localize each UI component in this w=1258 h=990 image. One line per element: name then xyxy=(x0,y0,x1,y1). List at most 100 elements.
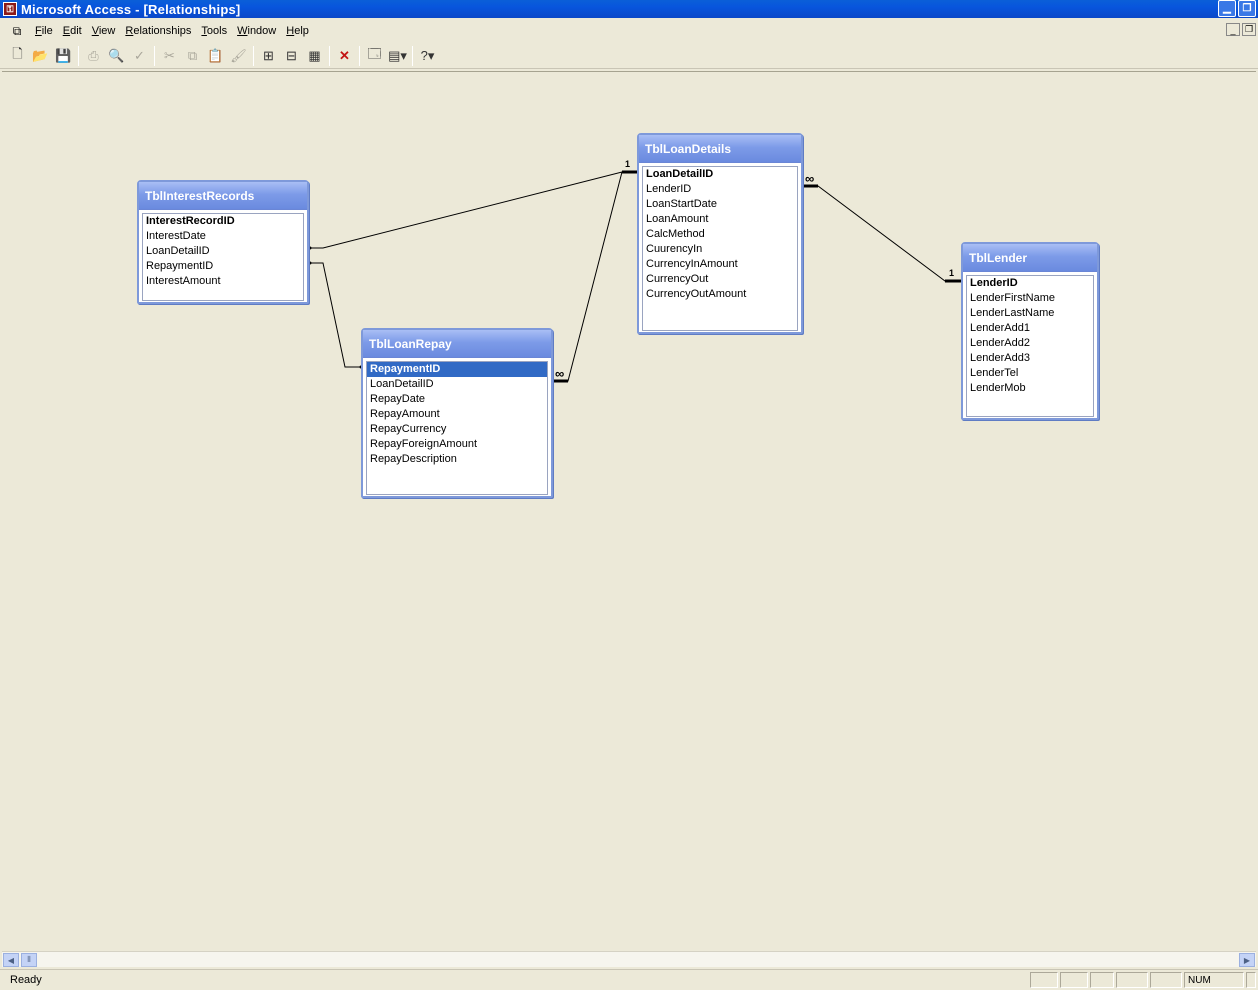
window-title: Microsoft Access - [Relationships] xyxy=(21,1,241,17)
field-interest-record-id[interactable]: InterestRecordID xyxy=(146,215,235,227)
status-panel xyxy=(1150,972,1182,988)
arrow-right-icon: ▶ xyxy=(1243,955,1251,965)
toolbar-separator xyxy=(412,45,413,66)
field-interest-amount[interactable]: InterestAmount xyxy=(146,275,221,287)
field-list[interactable]: LoanDetailID LenderID LoanStartDate Loan… xyxy=(642,166,798,331)
relationships-window-icon[interactable]: ⧉ xyxy=(12,23,22,38)
toolbar-separator xyxy=(359,45,360,66)
menu-tools[interactable]: Tools xyxy=(201,25,228,37)
scroll-left-button[interactable]: ◀ xyxy=(3,953,19,967)
field-currency-in[interactable]: CuurencyIn xyxy=(646,243,703,255)
table-title[interactable]: TblLoanRepay xyxy=(363,330,551,358)
table-window-loan-details[interactable]: TblLoanDetails LoanDetailID LenderID Loa… xyxy=(637,133,803,334)
field-list[interactable]: RepaymentID LoanDetailID RepayDate Repay… xyxy=(366,361,548,495)
field-repayment-id[interactable]: RepaymentID xyxy=(146,260,214,272)
cardinality-one: 1 xyxy=(625,159,631,169)
status-bar: Ready NUM xyxy=(0,969,1258,990)
field-repayment-id[interactable]: RepaymentID xyxy=(367,362,547,377)
toolbar-separator xyxy=(253,45,254,66)
field-lender-tel[interactable]: LenderTel xyxy=(970,367,1019,379)
field-list[interactable]: InterestRecordID InterestDate LoanDetail… xyxy=(142,213,304,301)
format-painter-icon[interactable]: 🖌 xyxy=(230,47,247,63)
num-lock-indicator: NUM xyxy=(1184,972,1244,988)
scroll-thumb[interactable]: ⦀ xyxy=(21,953,37,967)
cardinality-many: ∞ xyxy=(805,171,815,186)
field-repay-foreign-amount[interactable]: RepayForeignAmount xyxy=(370,438,478,450)
print-icon[interactable]: ⎙ xyxy=(88,47,99,63)
field-lender-last-name[interactable]: LenderLastName xyxy=(970,307,1055,319)
open-icon[interactable]: 📂 xyxy=(32,47,49,63)
table-window-lender[interactable]: TblLender LenderID LenderFirstName Lende… xyxy=(961,242,1099,420)
table-title[interactable]: TblInterestRecords xyxy=(139,182,307,210)
copy-icon[interactable]: ⧉ xyxy=(187,47,198,63)
field-loan-detail-id[interactable]: LoanDetailID xyxy=(370,378,434,390)
table-title[interactable]: TblLoanDetails xyxy=(639,135,801,163)
restore-button[interactable]: ❐ xyxy=(1238,0,1256,17)
field-repay-date[interactable]: RepayDate xyxy=(370,393,426,405)
database-window-icon[interactable]: 🗔 xyxy=(367,45,382,61)
field-lender-first-name[interactable]: LenderFirstName xyxy=(970,292,1055,304)
field-repay-currency[interactable]: RepayCurrency xyxy=(370,423,447,435)
menu-file[interactable]: File xyxy=(35,25,53,37)
field-lender-id[interactable]: LenderID xyxy=(970,277,1018,289)
menu-relationships[interactable]: Relationships xyxy=(125,25,192,37)
toolbar-separator xyxy=(329,45,330,66)
delete-icon[interactable]: ✕ xyxy=(339,47,350,63)
show-all-icon[interactable]: ▦ xyxy=(308,47,321,63)
field-interest-date[interactable]: InterestDate xyxy=(146,230,206,242)
cardinality-many: ∞ xyxy=(555,366,565,381)
scroll-right-button[interactable]: ▶ xyxy=(1239,953,1255,967)
new-icon[interactable]: 🗋 xyxy=(12,45,23,61)
title-bar[interactable]: ⚿ Microsoft Access - [Relationships] ▁ ❐ xyxy=(0,0,1258,18)
field-currency-out[interactable]: CurrencyOut xyxy=(646,273,709,285)
field-loan-start-date[interactable]: LoanStartDate xyxy=(646,198,717,210)
field-loan-amount[interactable]: LoanAmount xyxy=(646,213,709,225)
field-calc-method[interactable]: CalcMethod xyxy=(646,228,705,240)
field-loan-detail-id[interactable]: LoanDetailID xyxy=(146,245,210,257)
menu-window[interactable]: Window xyxy=(237,25,277,37)
field-repay-description[interactable]: RepayDescription xyxy=(370,453,457,465)
field-list[interactable]: LenderID LenderFirstName LenderLastName … xyxy=(966,275,1094,417)
field-lender-add3[interactable]: LenderAdd3 xyxy=(970,352,1030,364)
field-currency-in-amount[interactable]: CurrencyInAmount xyxy=(646,258,738,270)
field-lender-id[interactable]: LenderID xyxy=(646,183,692,195)
field-lender-add1[interactable]: LenderAdd1 xyxy=(970,322,1030,334)
save-icon[interactable]: 💾 xyxy=(55,47,72,63)
print-preview-icon[interactable]: 🔍 xyxy=(108,47,125,63)
field-repay-amount[interactable]: RepayAmount xyxy=(370,408,440,420)
table-window-interest-records[interactable]: TblInterestRecords InterestRecordID Inte… xyxy=(137,180,309,304)
menu-bar: ⧉ File Edit View Relationships Tools Win… xyxy=(0,20,1258,42)
field-lender-add2[interactable]: LenderAdd2 xyxy=(970,337,1030,349)
status-panel xyxy=(1030,972,1058,988)
new-object-icon[interactable]: ▤▾ xyxy=(388,47,407,63)
spelling-icon[interactable]: ✓ xyxy=(134,47,145,63)
toolbar-separator xyxy=(154,45,155,66)
status-panel xyxy=(1116,972,1148,988)
show-direct-icon[interactable]: ⊟ xyxy=(286,47,297,63)
table-window-loan-repay[interactable]: TblLoanRepay RepaymentID LoanDetailID Re… xyxy=(361,328,553,498)
paste-icon[interactable]: 📋 xyxy=(207,47,224,63)
field-lender-mob[interactable]: LenderMob xyxy=(970,382,1026,394)
table-title[interactable]: TblLender xyxy=(963,244,1097,272)
access-key-icon[interactable]: ⚿ xyxy=(3,2,17,16)
menu-help[interactable]: Help xyxy=(286,25,309,37)
status-panel xyxy=(1090,972,1114,988)
cardinality-one: 1 xyxy=(949,268,955,278)
minimize-icon: _ xyxy=(1230,24,1236,35)
field-loan-detail-id[interactable]: LoanDetailID xyxy=(646,168,714,180)
doc-minimize-button[interactable]: _ xyxy=(1226,23,1240,36)
doc-restore-button[interactable]: ❐ xyxy=(1242,23,1256,36)
restore-icon: ❐ xyxy=(1244,24,1254,34)
menu-view[interactable]: View xyxy=(91,25,116,37)
horizontal-scrollbar[interactable]: ◀ ⦀ ▶ xyxy=(2,951,1256,967)
minimize-button[interactable]: ▁ xyxy=(1218,0,1236,17)
menu-edit[interactable]: Edit xyxy=(62,25,82,37)
status-panel xyxy=(1060,972,1088,988)
field-currency-out-amount[interactable]: CurrencyOutAmount xyxy=(646,288,747,300)
arrow-left-icon: ◀ xyxy=(7,955,15,965)
cut-icon[interactable]: ✂ xyxy=(164,47,175,63)
minimize-icon: ▁ xyxy=(1223,3,1231,14)
show-table-icon[interactable]: ⊞ xyxy=(263,47,274,63)
grip-icon: ⦀ xyxy=(27,955,31,964)
help-icon[interactable]: ?▾ xyxy=(420,47,435,63)
